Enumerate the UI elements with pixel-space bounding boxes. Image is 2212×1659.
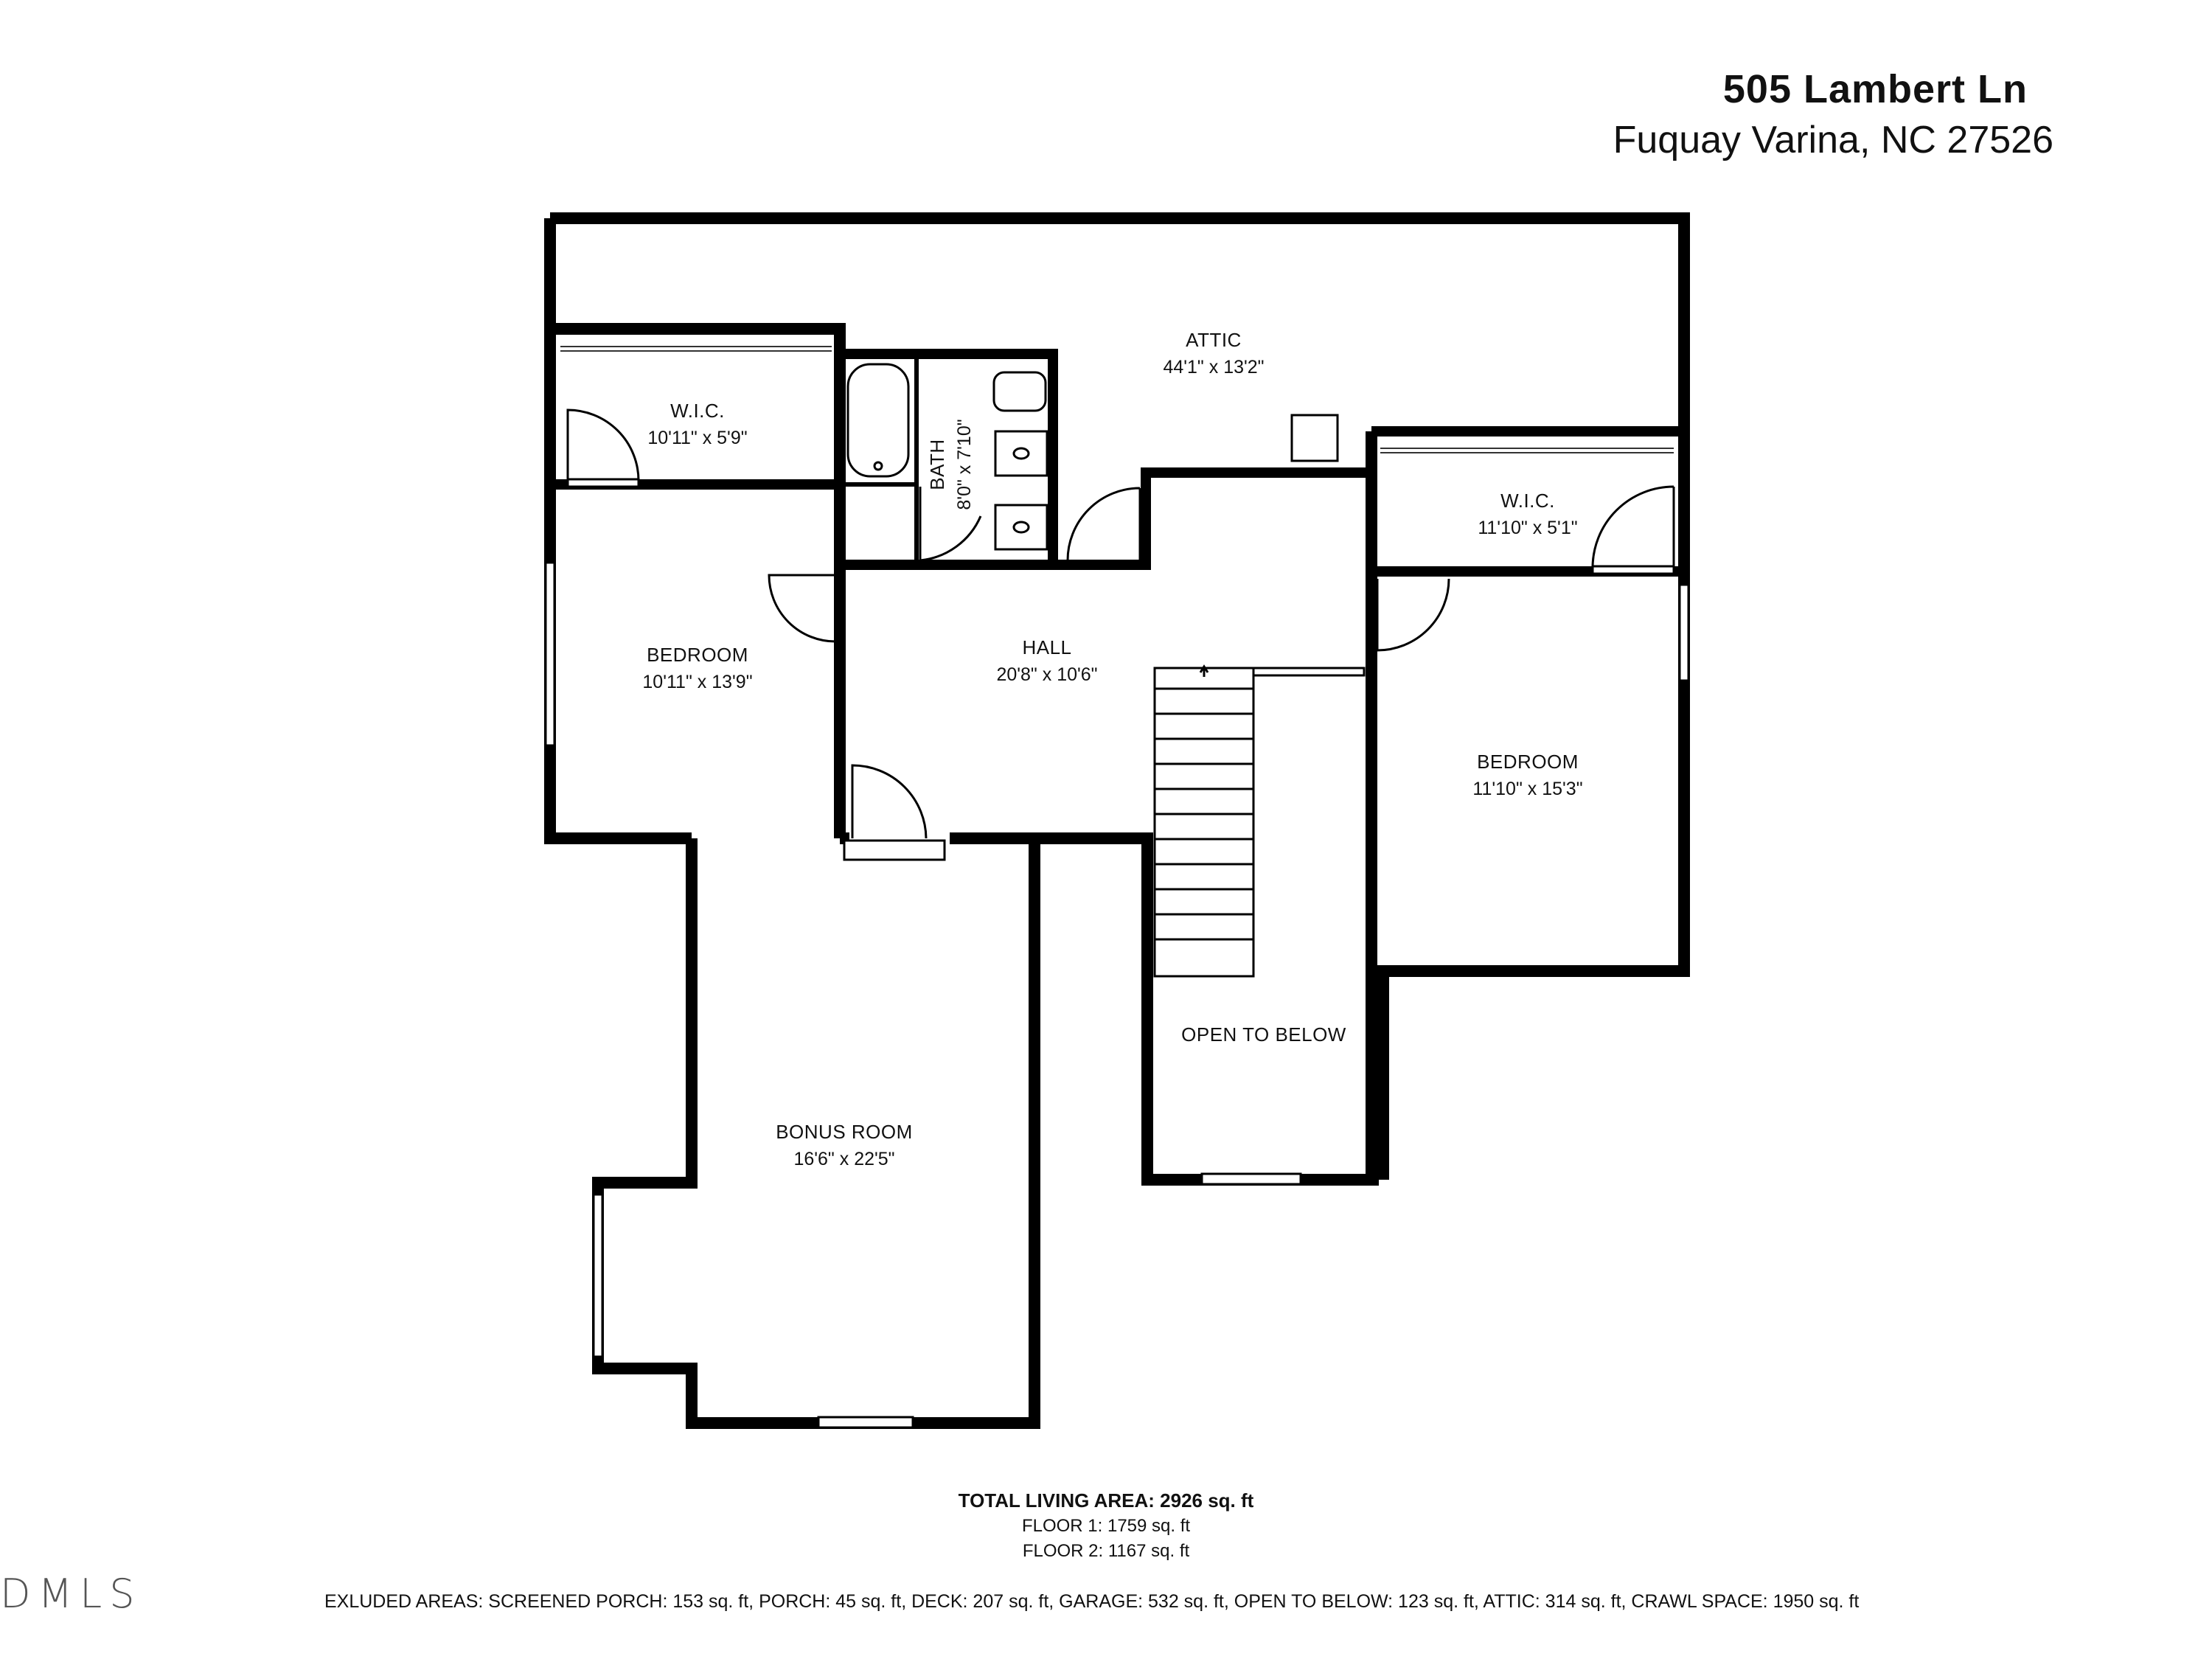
room-name-open-to-below: OPEN TO BELOW <box>1181 1023 1346 1046</box>
bath-fixtures <box>846 363 1339 551</box>
excluded-areas: EXLUDED AREAS: SCREENED PORCH: 153 sq. f… <box>324 1591 1860 1612</box>
wall-bonus <box>592 832 1040 1429</box>
room-dims-bonus: 16'6" x 22'5" <box>793 1149 894 1169</box>
wall-attic-outer <box>550 212 1690 571</box>
room-name-bonus: BONUS ROOM <box>776 1121 913 1143</box>
room-name-bath: BATH <box>926 439 948 490</box>
total-living-area: TOTAL LIVING AREA: 2926 sq. ft <box>958 1489 1254 1512</box>
address-title: 505 Lambert Ln <box>1722 67 2028 111</box>
doors <box>566 408 1675 861</box>
wall-hall-top <box>1053 431 1377 570</box>
room-name-wic-left: W.I.C. <box>670 400 725 422</box>
room-name-bedroom-left: BEDROOM <box>647 644 748 666</box>
room-dims-bedroom-left: 10'11" x 13'9" <box>642 672 752 692</box>
wall-left-outer <box>544 218 692 844</box>
city-state-zip: Fuquay Varina, NC 27526 <box>1613 119 2053 161</box>
room-dims-bath: 8'0" x 7'10" <box>954 419 975 509</box>
wall-bedroom-right <box>1366 431 1690 1180</box>
room-dims-wic-right: 11'10" x 5'1" <box>1478 518 1577 538</box>
closet-rods <box>560 346 1674 453</box>
room-dims-hall: 20'8" x 10'6" <box>996 664 1097 685</box>
room-name-bedroom-right: BEDROOM <box>1477 751 1579 773</box>
wall-bath <box>840 349 1058 570</box>
room-dims-wic-left: 10'11" x 5'9" <box>647 428 747 448</box>
room-name-hall: HALL <box>1022 636 1071 658</box>
room-dims-bedroom-right: 11'10" x 15'3" <box>1472 779 1582 799</box>
room-name-wic-right: W.I.C. <box>1500 490 1555 512</box>
room-dims-attic: 44'1" x 13'2" <box>1163 357 1264 378</box>
mls-logo: DMLS <box>0 1571 142 1617</box>
floor2-area: FLOOR 2: 1167 sq. ft <box>1022 1541 1190 1561</box>
floor1-area: FLOOR 1: 1759 sq. ft <box>1021 1516 1191 1536</box>
room-name-attic: ATTIC <box>1186 329 1242 351</box>
wall-wic-left <box>550 323 846 838</box>
windows <box>544 561 1690 1429</box>
staircase <box>1153 664 1366 978</box>
wall-hall-bottom <box>840 832 1379 1186</box>
